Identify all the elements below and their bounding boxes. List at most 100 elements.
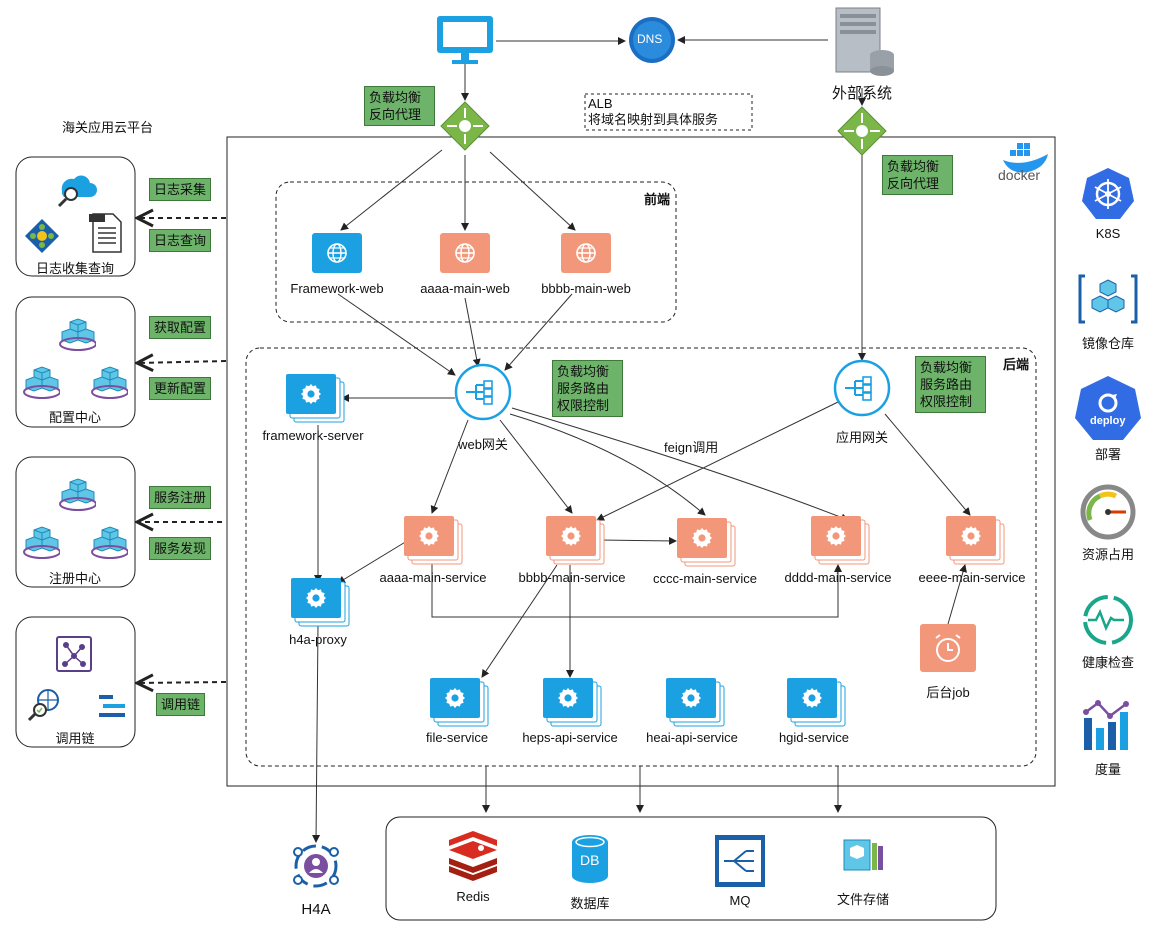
deploy-icon — [1075, 376, 1141, 440]
backend-frame — [245, 347, 1037, 767]
h4a-label: H4A — [301, 901, 331, 918]
gauge-icon — [1080, 484, 1136, 540]
gateway-note-line: 服务路由 — [557, 381, 610, 396]
web-gateway-icon — [454, 363, 512, 421]
service-label: cccc-main-service — [652, 571, 758, 586]
gateway-note-left: 负载均衡 服务路由 权限控制 — [552, 360, 623, 417]
alb-desc: 将域名映射到具体服务 — [588, 112, 719, 127]
lb-note-line: 反向代理 — [887, 176, 940, 191]
lb-note-line: 负载均衡 — [369, 90, 422, 105]
monitor-icon — [437, 16, 493, 64]
cccc-main-service-icon — [677, 518, 736, 567]
db-icon-text: DB — [580, 852, 600, 868]
log-analytics-icon — [25, 219, 59, 253]
lower-service-label: hgid-service — [778, 730, 850, 745]
resource-label: 数据库 — [570, 896, 610, 911]
service-label: aaaa-main-service — [379, 570, 487, 585]
file-storage-icon — [843, 839, 883, 871]
gateway-note-right: 负载均衡 服务路由 权限控制 — [915, 356, 986, 413]
hgid-service-icon — [787, 678, 846, 727]
log-panel-title: 日志收集查询 — [35, 261, 115, 276]
h4a-user-icon — [293, 844, 339, 888]
alb-title: ALB — [588, 96, 613, 111]
mq-icon — [715, 835, 765, 887]
h4a-proxy-label: h4a-proxy — [289, 632, 347, 647]
dddd-main-service-icon — [811, 516, 870, 565]
right-item-label: 度量 — [1094, 762, 1122, 777]
framework-server-icon — [286, 374, 345, 423]
right-item-label: 资源占用 — [1081, 547, 1135, 562]
file-service-icon — [430, 678, 489, 727]
aaaa-main-service-icon — [404, 516, 463, 565]
health-check-icon — [1083, 595, 1133, 645]
dns-label: DNS — [637, 32, 663, 46]
gateway-note-line: 负载均衡 — [557, 364, 610, 379]
app-gateway-icon — [833, 359, 891, 417]
right-item-label: K8S — [1095, 226, 1121, 241]
app-gateway-label: 应用网关 — [835, 430, 889, 445]
docker-icon — [1003, 143, 1048, 173]
load-balancer-icon — [440, 101, 490, 151]
eeee-main-service-icon — [946, 516, 1005, 565]
resource-label: Redis — [456, 889, 490, 904]
gateway-note-line: 权限控制 — [920, 394, 973, 409]
docker-label: docker — [998, 167, 1041, 183]
trace-graph-icon — [56, 636, 92, 672]
frontend-node-label: aaaa-main-web — [420, 281, 510, 296]
image-registry-icon — [1078, 274, 1138, 324]
heps-api-service-icon — [543, 678, 602, 727]
timeline-icon — [99, 695, 125, 717]
feign-label: feign调用 — [664, 440, 719, 455]
job-label: 后台job — [926, 685, 970, 700]
k8s-icon — [1082, 168, 1134, 219]
alb-note: ALB 将域名映射到具体服务 — [588, 96, 718, 128]
cloud-search-icon — [57, 175, 97, 208]
backend-title: 后端 — [1003, 357, 1030, 372]
cloud-platform-frame — [226, 136, 1056, 787]
config-panel-title: 配置中心 — [48, 410, 102, 425]
resource-label: MQ — [729, 893, 751, 908]
globe-icon — [561, 233, 611, 273]
trace-action: 调用链 — [156, 693, 206, 716]
database-icon — [572, 835, 608, 883]
service-label: eeee-main-service — [918, 570, 1026, 585]
h4a-proxy-icon — [291, 578, 350, 627]
config-panel — [15, 296, 136, 428]
dns-icon — [629, 17, 675, 63]
external-system-label: 外部系统 — [831, 85, 893, 102]
resource-label: 文件存储 — [836, 892, 890, 907]
right-item-label: 健康检查 — [1081, 655, 1135, 670]
lower-service-label: file-service — [425, 730, 489, 745]
right-item-label: 镜像仓库 — [1081, 336, 1135, 351]
trace-panel-title: 调用链 — [55, 731, 95, 746]
frontend-node-label: Framework-web — [290, 281, 384, 296]
globe-icon — [312, 233, 362, 273]
lower-service-label: heai-api-service — [646, 730, 738, 745]
deploy-badge: deploy — [1090, 415, 1126, 427]
right-item-label: 部署 — [1094, 447, 1122, 462]
globe-monitor-icon — [27, 689, 59, 722]
registry-panel — [15, 456, 136, 588]
lb-note-line: 负载均衡 — [887, 159, 940, 174]
service-label: dddd-main-service — [784, 570, 892, 585]
registry-panel-title: 注册中心 — [48, 571, 102, 586]
log-action: 日志查询 — [149, 229, 212, 252]
gateway-note-line: 权限控制 — [557, 398, 610, 413]
platform-title: 海关应用云平台 — [62, 120, 154, 135]
config-action: 更新配置 — [149, 377, 212, 400]
lb-note-line: 反向代理 — [369, 107, 422, 122]
server-icon — [835, 7, 894, 76]
frontend-title: 前端 — [644, 192, 671, 207]
lb-note-left: 负载均衡 反向代理 — [364, 86, 435, 126]
lb-note-right: 负载均衡 反向代理 — [882, 155, 953, 195]
web-gateway-label: web网关 — [458, 437, 508, 452]
bbbb-main-service-icon — [546, 516, 605, 565]
framework-server-label: framework-server — [262, 428, 364, 443]
lower-service-label: heps-api-service — [522, 730, 618, 745]
log-action: 日志采集 — [149, 178, 212, 201]
service-label: bbbb-main-service — [518, 570, 626, 585]
log-file-icon — [89, 213, 122, 253]
heai-api-service-icon — [666, 678, 725, 727]
registry-action: 服务发现 — [149, 537, 212, 560]
